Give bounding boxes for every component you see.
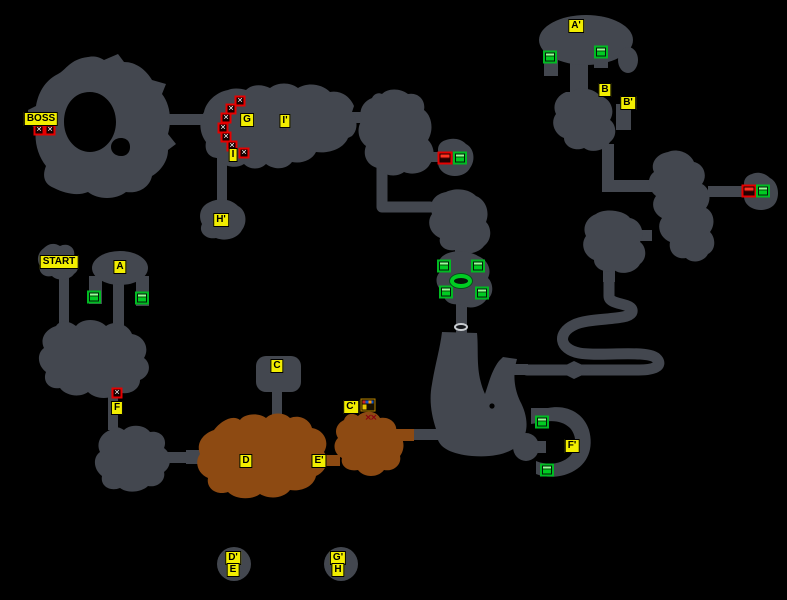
marker-red-chest bbox=[741, 184, 757, 198]
map-label-start: START bbox=[39, 255, 79, 269]
corridor-squiggle-to-chalice bbox=[514, 364, 528, 375]
corridor-mid-to-chest-room bbox=[424, 152, 444, 162]
map-label-f: F bbox=[110, 401, 124, 415]
corridor-stub-cave-left bbox=[186, 450, 200, 464]
room-a-prime-cap bbox=[539, 15, 633, 65]
marker-green-chest bbox=[135, 291, 149, 305]
map-label-g: G bbox=[240, 113, 254, 127]
cave-corridor-to-chalice bbox=[394, 429, 414, 441]
map-label-h: H bbox=[331, 563, 345, 577]
marker-white-oval bbox=[454, 323, 468, 331]
map-label-i: I bbox=[228, 148, 238, 162]
corridor-start-down bbox=[59, 274, 69, 328]
room-mid-lower bbox=[429, 189, 491, 254]
map-label-d: D bbox=[239, 454, 253, 468]
map-label-b: B bbox=[598, 83, 612, 97]
corridor-g-to-h-prime bbox=[217, 155, 227, 207]
map-label-f-prime: F' bbox=[564, 439, 580, 453]
marker-red-x bbox=[234, 95, 246, 107]
marker-green-chest bbox=[594, 45, 608, 59]
corridor-boss-to-g bbox=[142, 114, 234, 125]
room-right-lower bbox=[583, 210, 646, 273]
room-left-hub bbox=[38, 320, 149, 398]
corridor-b-to-tall-room bbox=[602, 180, 652, 192]
marker-red-x bbox=[111, 387, 123, 399]
room-b bbox=[553, 88, 616, 151]
room-a-prime-right-lobe bbox=[618, 47, 638, 73]
room-lower-left bbox=[94, 425, 170, 492]
marker-green-chest bbox=[543, 50, 557, 64]
map-label-a: A bbox=[113, 260, 127, 274]
map-label-i-prime: I' bbox=[279, 114, 291, 128]
marker-npc-sprite bbox=[360, 398, 376, 412]
room-boss-ring bbox=[28, 54, 176, 198]
map-label-a-prime: A' bbox=[568, 19, 584, 33]
marker-green-chest bbox=[475, 286, 489, 300]
map-label-e: E bbox=[226, 563, 240, 577]
marker-red-x bbox=[44, 124, 56, 136]
corridor-b-down bbox=[602, 144, 614, 188]
marker-green-chest bbox=[540, 463, 554, 477]
chalice-pit-dot bbox=[489, 403, 495, 409]
marker-green-chest bbox=[471, 259, 485, 273]
corridor-a-stem bbox=[113, 280, 124, 328]
marker-red-chest bbox=[437, 151, 453, 165]
corridor-c-stem bbox=[272, 388, 282, 424]
room-tall-right bbox=[648, 150, 715, 262]
corridor-arrow-bulge bbox=[556, 361, 593, 379]
map-label-h-prime: H' bbox=[213, 213, 229, 227]
cave-room-d bbox=[197, 413, 327, 499]
marker-green-chest bbox=[439, 285, 453, 299]
cave-room-right bbox=[334, 411, 404, 476]
marker-green-chest bbox=[437, 259, 451, 273]
corridor-g-to-mid bbox=[344, 112, 368, 123]
room-f-prime-mouth-piece bbox=[513, 433, 539, 461]
map-label-e-prime: E' bbox=[311, 454, 327, 468]
cave-corridor-e-prime bbox=[314, 455, 340, 466]
marker-dark-x bbox=[362, 414, 378, 422]
room-b-prime-arm bbox=[616, 104, 631, 130]
corridor-mid-down bbox=[376, 162, 436, 213]
room-mid-upper bbox=[358, 89, 434, 176]
corridor-to-far-right-room bbox=[708, 186, 746, 197]
room-c bbox=[256, 356, 301, 392]
map-label-b-prime: B' bbox=[620, 96, 636, 110]
map-label-c-prime: C' bbox=[343, 400, 359, 414]
corridor-lowerleft-to-cave bbox=[160, 452, 200, 463]
room-f-prime-horseshoe bbox=[531, 407, 591, 477]
marker-green-chest bbox=[756, 184, 770, 198]
corridor-four-chest-to-chalice bbox=[456, 302, 467, 340]
map-label-boss: BOSS bbox=[23, 112, 59, 126]
marker-red-x bbox=[238, 147, 250, 159]
map-label-c: C bbox=[270, 359, 284, 373]
marker-green-chest bbox=[453, 151, 467, 165]
marker-green-ring bbox=[450, 274, 472, 288]
corridor-squiggle bbox=[521, 270, 665, 376]
room-chalice bbox=[400, 332, 527, 457]
marker-green-chest bbox=[535, 415, 549, 429]
marker-red-x bbox=[33, 124, 45, 136]
marker-green-chest bbox=[87, 290, 101, 304]
